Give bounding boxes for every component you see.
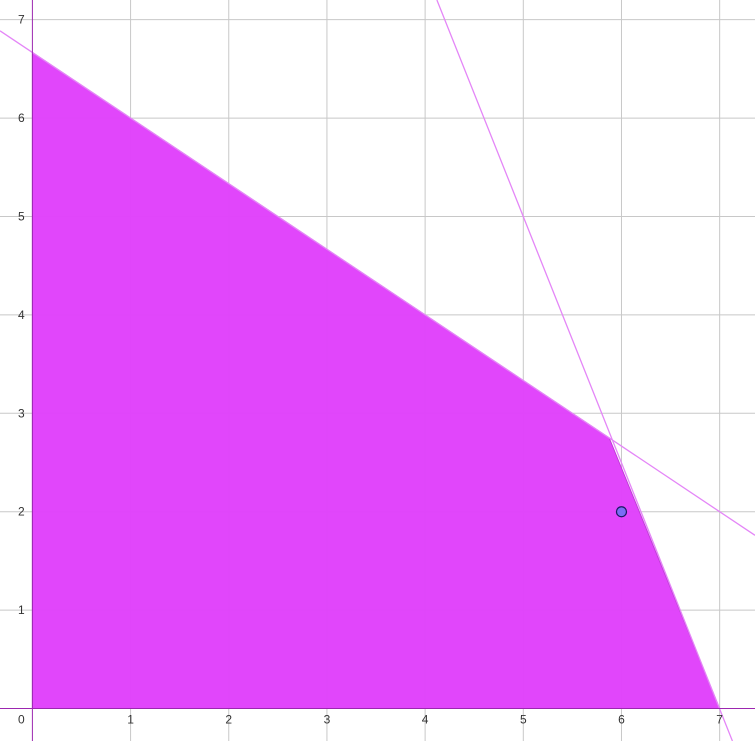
y-tick-label: 7 [18,13,25,27]
feasible-region-layer [31,51,721,710]
y-tick-label: 1 [18,603,25,617]
x-tick-label: 2 [225,713,232,727]
x-tick-label: 5 [520,713,527,727]
y-tick-label: 6 [18,111,25,125]
feasible-region [31,51,721,710]
constraint-line-2 [436,0,734,741]
x-tick-label: 7 [716,713,723,727]
y-tick-label: 5 [18,209,25,223]
x-tick-label: 1 [127,713,134,727]
tick-labels: 0 1 2 3 4 5 6 7 1 2 3 4 5 6 7 [18,13,723,727]
constraint-line-1 [0,30,755,536]
y-tick-label: 3 [18,406,25,420]
y-tick-label: 4 [18,308,25,322]
x-tick-label: 6 [618,713,625,727]
x-tick-label: 4 [422,713,429,727]
data-point [615,506,628,518]
x-tick-label: 3 [324,713,331,727]
y-tick-label: 2 [18,505,25,519]
x-tick-label: 0 [18,713,25,727]
points-layer [615,506,628,518]
